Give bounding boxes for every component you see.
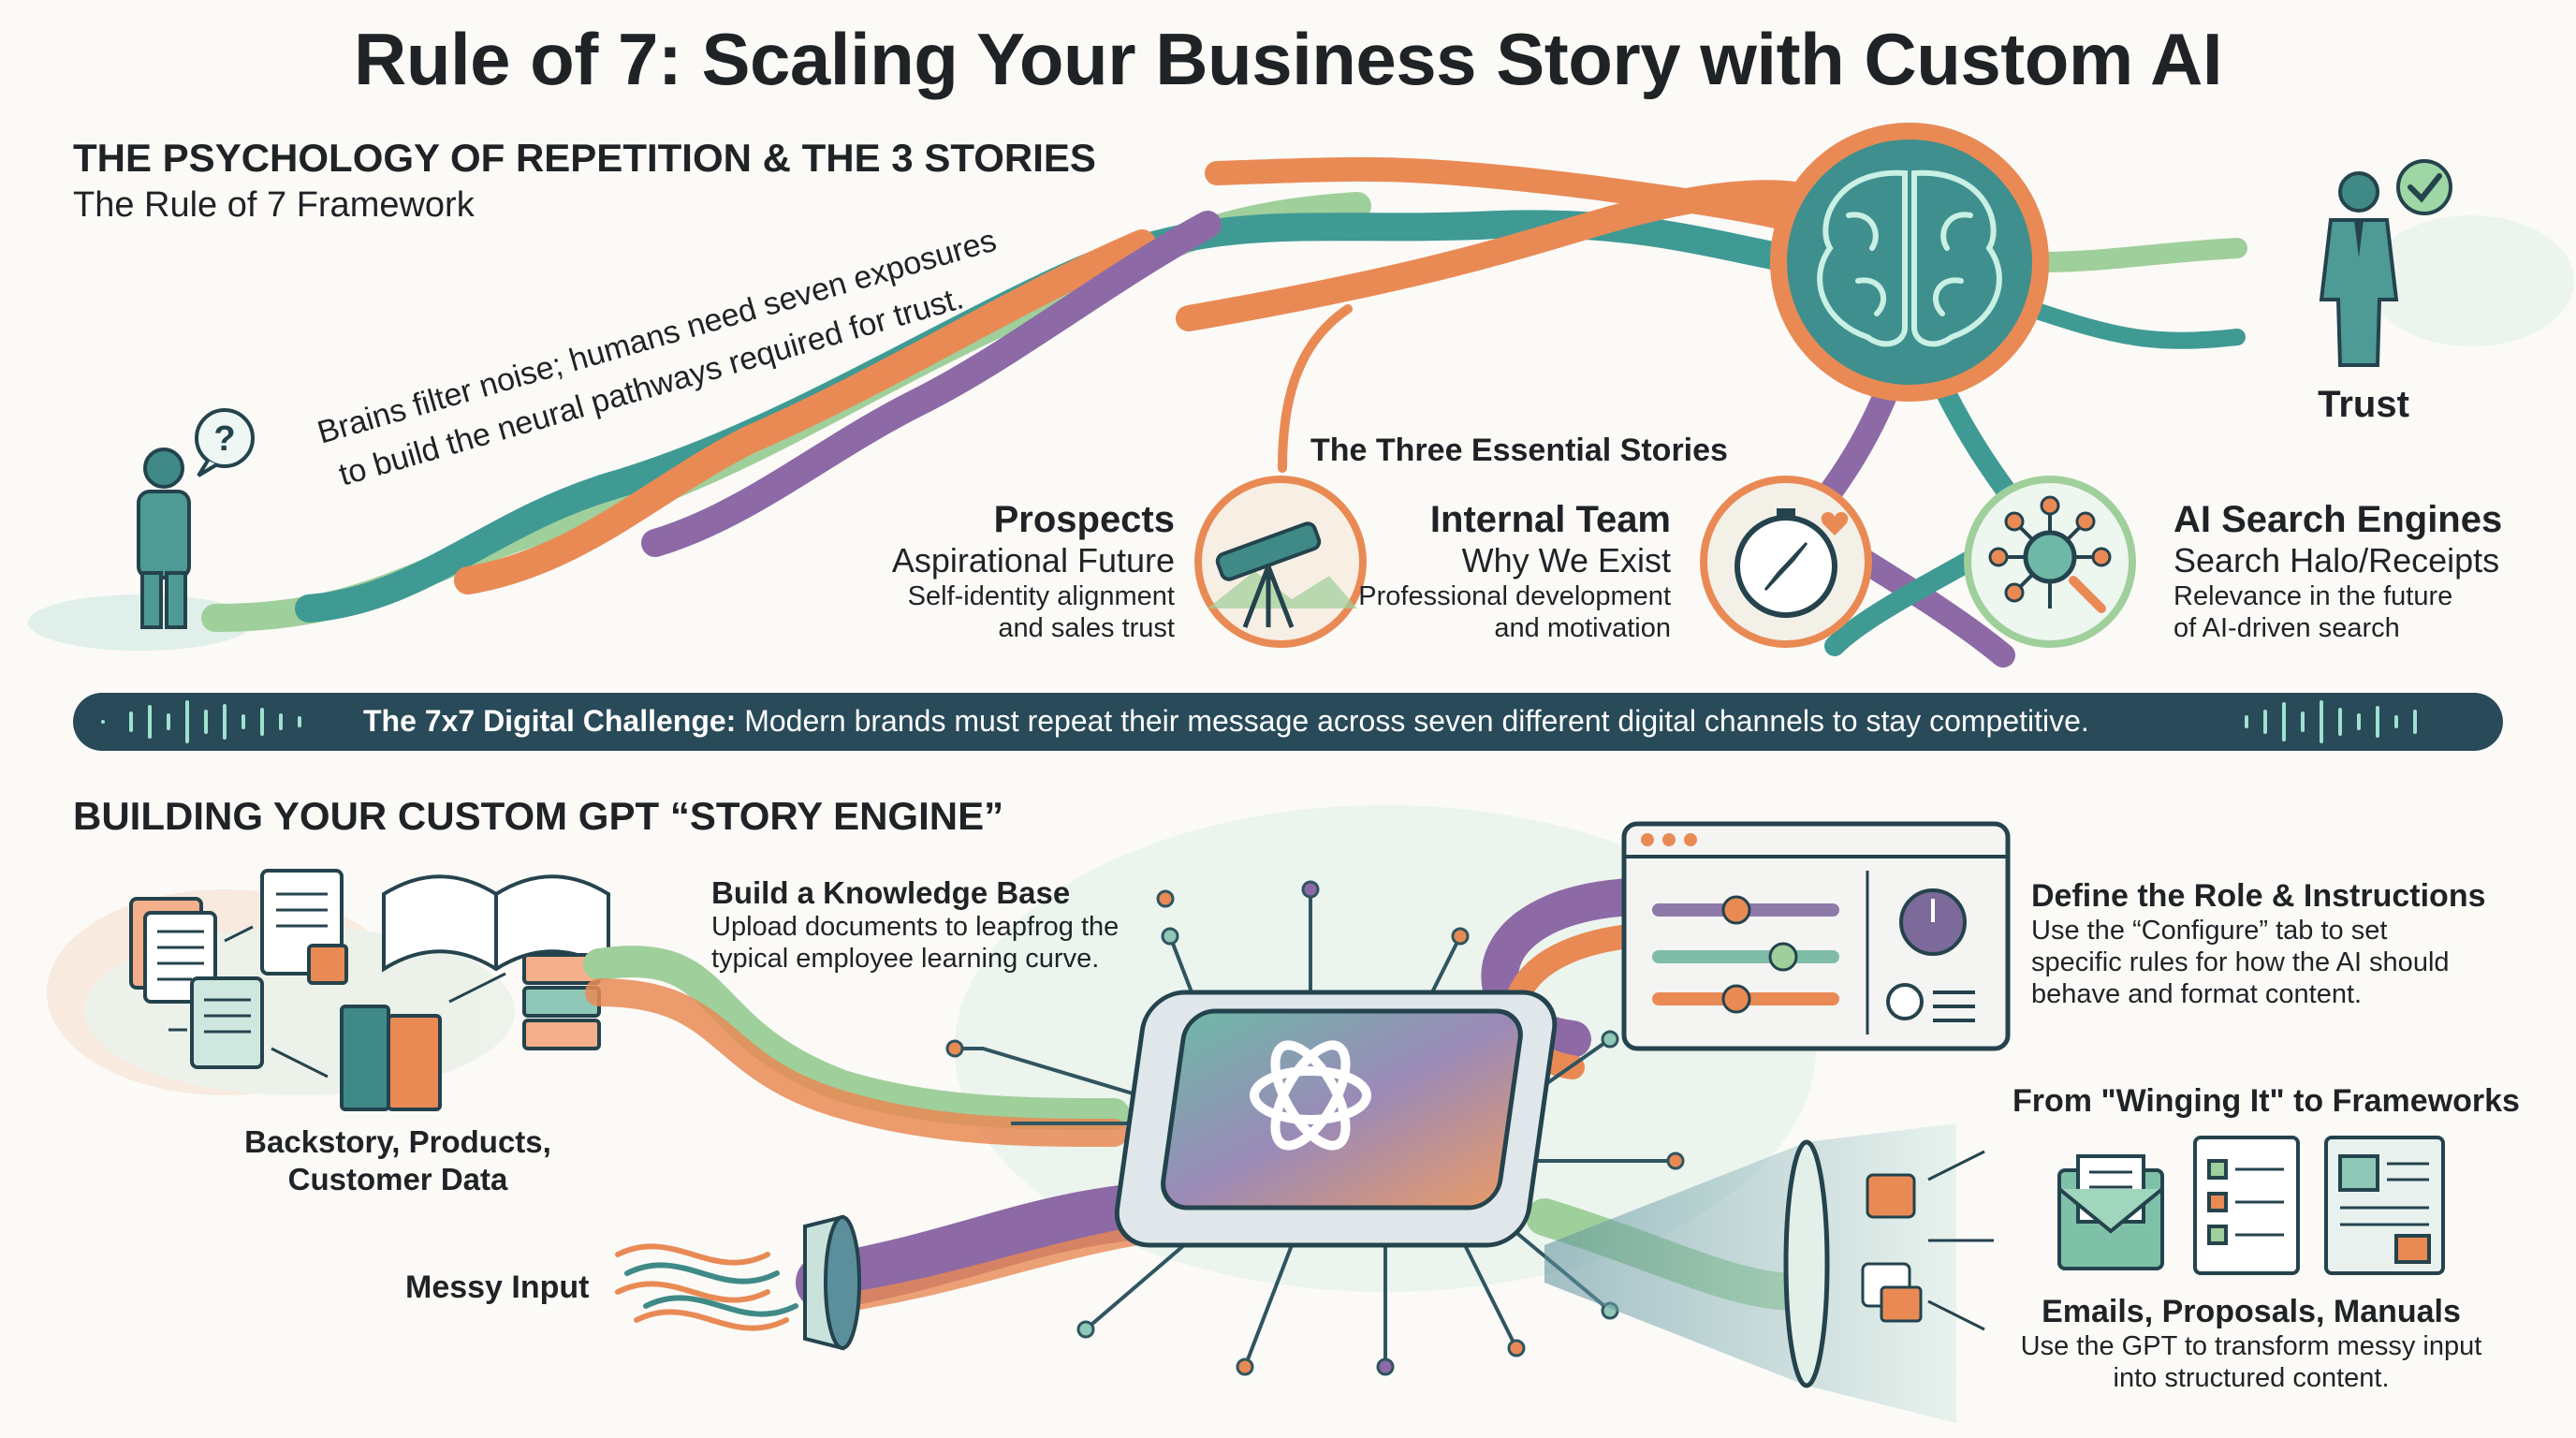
telescope-icon (1194, 476, 1367, 648)
compass-icon (1700, 476, 1872, 648)
data-sources-label: Backstory, Products, Customer Data (197, 1123, 599, 1198)
knowledge-base-block: Build a Knowledge Base Upload documents … (711, 875, 1119, 975)
checklist-icon (2193, 1136, 2300, 1275)
frameworks-title: From "Winging It" to Frameworks (2012, 1083, 2520, 1119)
story-ai-search: AI Search Engines Search Halo/Receipts R… (2174, 499, 2548, 644)
network-search-icon (1964, 476, 2136, 648)
internal-title: Internal Team (1429, 499, 1671, 540)
internal-subtitle: Why We Exist (1461, 541, 1671, 580)
internal-desc-line2: and motivation (1494, 613, 1671, 643)
ai-search-desc-line1: Relevance in the future (2174, 581, 2453, 611)
input-megaphone-icon (803, 1214, 861, 1351)
banner-message: Modern brands must repeat their message … (744, 704, 2089, 738)
data-label-line1: Backstory, Products, (244, 1124, 551, 1159)
trusted-person-icon (2319, 171, 2399, 367)
ai-search-title: AI Search Engines (2174, 499, 2503, 540)
ai-search-desc-line2: of AI-driven search (2174, 613, 2400, 643)
prospects-subtitle: Aspirational Future (891, 541, 1175, 580)
gpt-chip-icon (1114, 990, 1558, 1248)
braided-neural-pathways (201, 156, 2247, 668)
ai-search-subtitle: Search Halo/Receipts (2174, 541, 2500, 580)
story-internal-team: Internal Team Why We Exist Professional … (1329, 499, 1671, 644)
role-desc-line1: Use the “Configure” tab to set (2031, 916, 2388, 946)
prospects-desc-line1: Self-identity alignment (907, 581, 1175, 611)
role-instructions-block: Define the Role & Instructions Use the “… (2031, 878, 2486, 1010)
three-stories-label: The Three Essential Stories (1310, 433, 1728, 468)
banner-lead: The 7x7 Digital Challenge: (363, 704, 737, 738)
brain-icon (1770, 123, 2049, 402)
role-title: Define the Role & Instructions (2031, 878, 2486, 914)
outputs-desc-line2: into structured content. (2113, 1363, 2390, 1393)
role-desc-line2: specific rules for how the AI should (2031, 947, 2450, 977)
kb-title: Build a Knowledge Base (711, 875, 1071, 910)
arrow-icons (168, 925, 506, 1078)
engine-heading: BUILDING YOUR CUSTOM GPT “STORY ENGINE” (73, 794, 1004, 838)
configure-window-icon (1621, 821, 2011, 1051)
outputs-title: Emails, Proposals, Manuals (2042, 1294, 2461, 1329)
checkmark-icon (2396, 159, 2452, 215)
psychology-subheading: The Rule of 7 Framework (73, 185, 475, 225)
prospects-title: Prospects (993, 499, 1175, 540)
outputs-desc-line1: Use the GPT to transform messy input (2020, 1331, 2482, 1361)
messy-input-label: Messy Input (405, 1269, 590, 1305)
output-funnel-icon (1544, 1123, 1994, 1423)
svg-text:?: ? (213, 419, 235, 459)
documents-icon (129, 869, 610, 1111)
page-title: Rule of 7: Scaling Your Business Story w… (353, 18, 2223, 100)
trust-label: Trust (2318, 384, 2409, 425)
outputs-block: Emails, Proposals, Manuals Use the GPT t… (2003, 1294, 2499, 1394)
psychology-heading: THE PSYCHOLOGY OF REPETITION & THE 3 STO… (73, 136, 1096, 180)
circuit-nodes (945, 880, 1685, 1376)
story-prospects: Prospects Aspirational Future Self-ident… (824, 499, 1175, 644)
manual-icon (2324, 1136, 2445, 1275)
challenge-banner (73, 693, 2503, 751)
data-label-line2: Customer Data (287, 1162, 508, 1196)
kb-desc-line1: Upload documents to leapfrog the (711, 912, 1120, 942)
challenge-banner-text: The 7x7 Digital Challenge: Modern brands… (363, 704, 2089, 739)
person-question-icon: ? (137, 408, 255, 629)
internal-desc-line1: Professional development (1358, 581, 1671, 611)
prospects-desc-line2: and sales trust (998, 613, 1175, 643)
email-icon (2057, 1154, 2164, 1270)
kb-desc-line2: typical employee learning curve. (711, 944, 1100, 974)
role-desc-line3: behave and format content. (2031, 979, 2363, 1009)
